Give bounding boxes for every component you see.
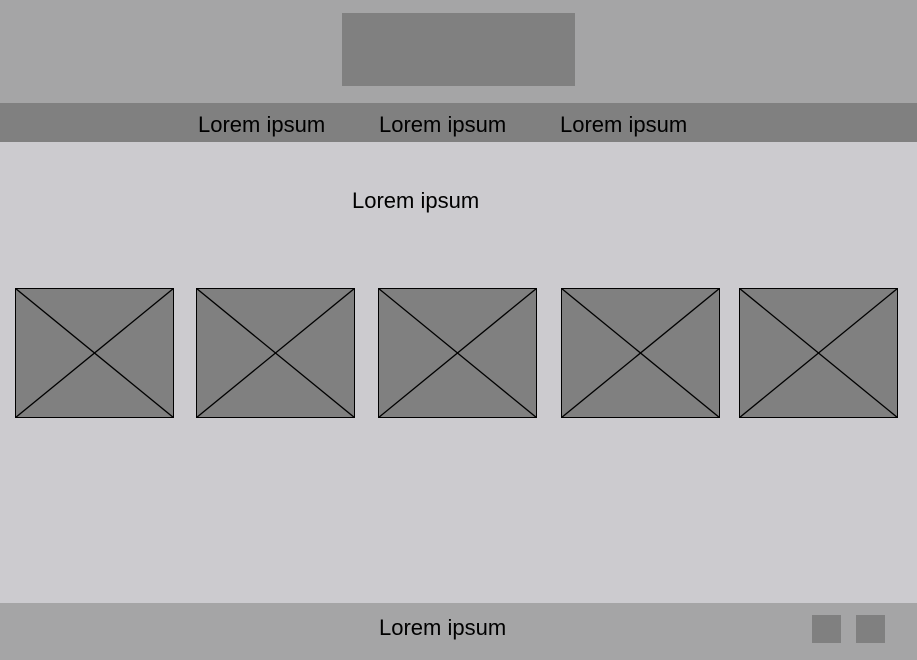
- nav-link-3[interactable]: Lorem ipsum: [560, 112, 688, 137]
- image-placeholder-icon: [561, 288, 720, 418]
- image-placeholder-icon: [15, 288, 174, 418]
- nav-link-1[interactable]: Lorem ipsum: [198, 112, 326, 137]
- image-placeholder-icon: [739, 288, 898, 418]
- image-placeholder-5[interactable]: [739, 288, 898, 418]
- main-heading: Lorem ipsum: [352, 188, 480, 213]
- nav-bar: Lorem ipsum Lorem ipsum Lorem ipsum: [0, 103, 917, 142]
- footer-text: Lorem ipsum: [379, 615, 507, 640]
- logo-placeholder[interactable]: [342, 13, 575, 86]
- footer: Lorem ipsum: [0, 603, 917, 660]
- social-icon-1[interactable]: [812, 615, 841, 643]
- image-placeholder-icon: [196, 288, 355, 418]
- image-placeholder-icon: [378, 288, 537, 418]
- nav-link-2[interactable]: Lorem ipsum: [379, 112, 507, 137]
- social-icon-2[interactable]: [856, 615, 885, 643]
- image-placeholder-4[interactable]: [561, 288, 720, 418]
- image-placeholder-2[interactable]: [196, 288, 355, 418]
- header: [0, 0, 917, 103]
- image-placeholder-3[interactable]: [378, 288, 537, 418]
- image-placeholder-1[interactable]: [15, 288, 174, 418]
